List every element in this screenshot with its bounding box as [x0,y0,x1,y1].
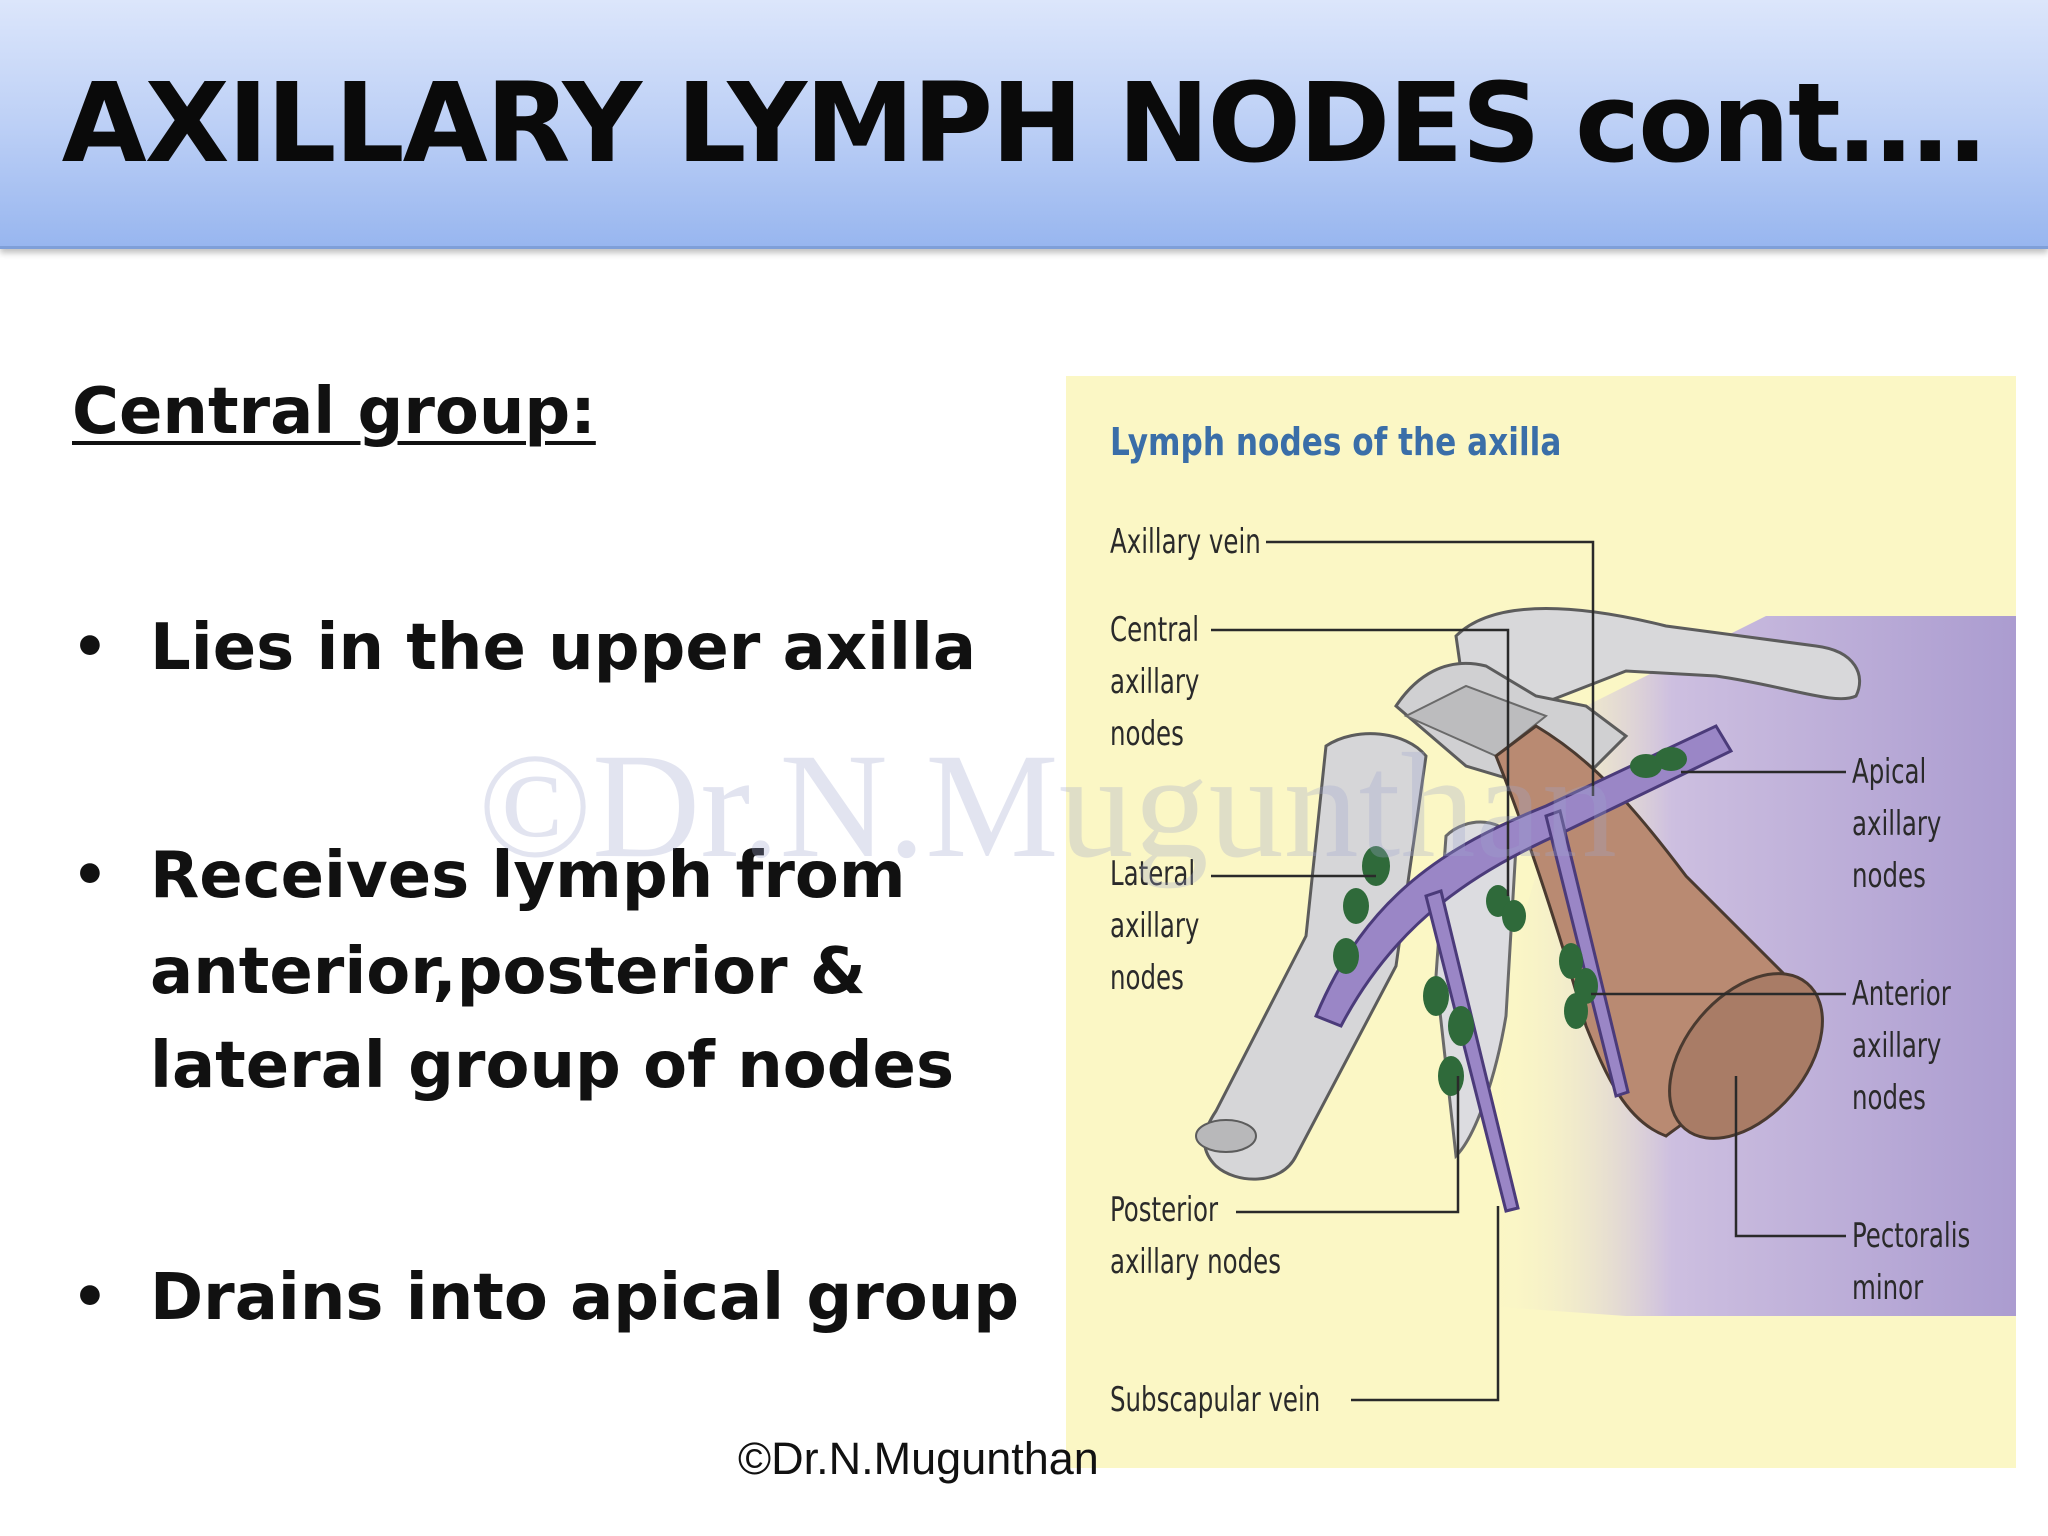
humerus-head-shape [1195,1119,1257,1153]
lateral-node [1333,938,1359,974]
subscapular-vein-shape [1424,889,1520,1213]
bullet-dot: • [72,615,108,680]
bullet-text: lateral group of nodes [150,1029,955,1103]
bullet-text: anterior,posterior & [150,935,866,1009]
posterior-node [1423,976,1449,1016]
posterior-leader [1236,1076,1460,1214]
credit-text: ©Dr.N.Mugunthan [738,1433,1099,1484]
lateral-node [1362,846,1390,886]
axillary-vein-shape [1314,724,1734,1028]
title-bar: AXILLARY LYMPH NODES cont…. [0,0,2048,249]
pectoralis-end-shape [1668,972,1824,1140]
bullet-text: Lies in the upper axilla [150,611,977,685]
bullet-dot: • [72,843,108,908]
central-node [1502,900,1526,932]
joint-hatch-shape [1403,684,1548,758]
label-posterior-nodes: Posterior axillary nodes [1110,1190,1281,1282]
bullet-text: Receives lymph from [150,839,906,913]
section-heading: Central group: [72,375,596,449]
slide-title: AXILLARY LYMPH NODES cont…. [61,59,1989,187]
clavicle-shape [1454,607,1862,708]
posterior-node [1438,1056,1464,1096]
central-leader [1211,628,1510,896]
label-apical-nodes: Apical axillary nodes [1852,752,1942,896]
humerus-shape [1202,732,1428,1181]
label-lateral-nodes: Lateral axillary nodes [1110,854,1200,998]
bullet-text: Drains into apical group [150,1261,1020,1335]
thoracic-vein-shape [1544,809,1630,1098]
diagram-title: Lymph nodes of the axilla [1110,420,1562,464]
apical-node [1630,754,1662,778]
leader-lines [1211,540,1846,1402]
lateral-node [1343,888,1369,924]
label-subscapular-vein: Subscapular vein [1110,1380,1321,1420]
pectoralis-leader [1734,1076,1846,1238]
label-central-nodes: Central axillary nodes [1110,610,1200,754]
label-anterior-nodes: Anterior axillary nodes [1852,974,1951,1118]
axilla-diagram: Lymph nodes of the axilla Axillary vein … [1066,376,2016,1468]
bullet-dot: • [72,1265,108,1330]
axilla-illustration [1195,540,2016,1402]
anterior-node [1564,993,1588,1029]
label-axillary-vein: Axillary vein [1110,522,1261,562]
label-pectoralis-minor: Pectoralis minor [1852,1216,1971,1308]
posterior-node [1448,1006,1474,1046]
axillary-vein-leader [1266,540,1595,796]
anterior-node [1559,943,1583,979]
subscapular-leader [1351,1206,1500,1402]
apical-node [1655,747,1687,771]
